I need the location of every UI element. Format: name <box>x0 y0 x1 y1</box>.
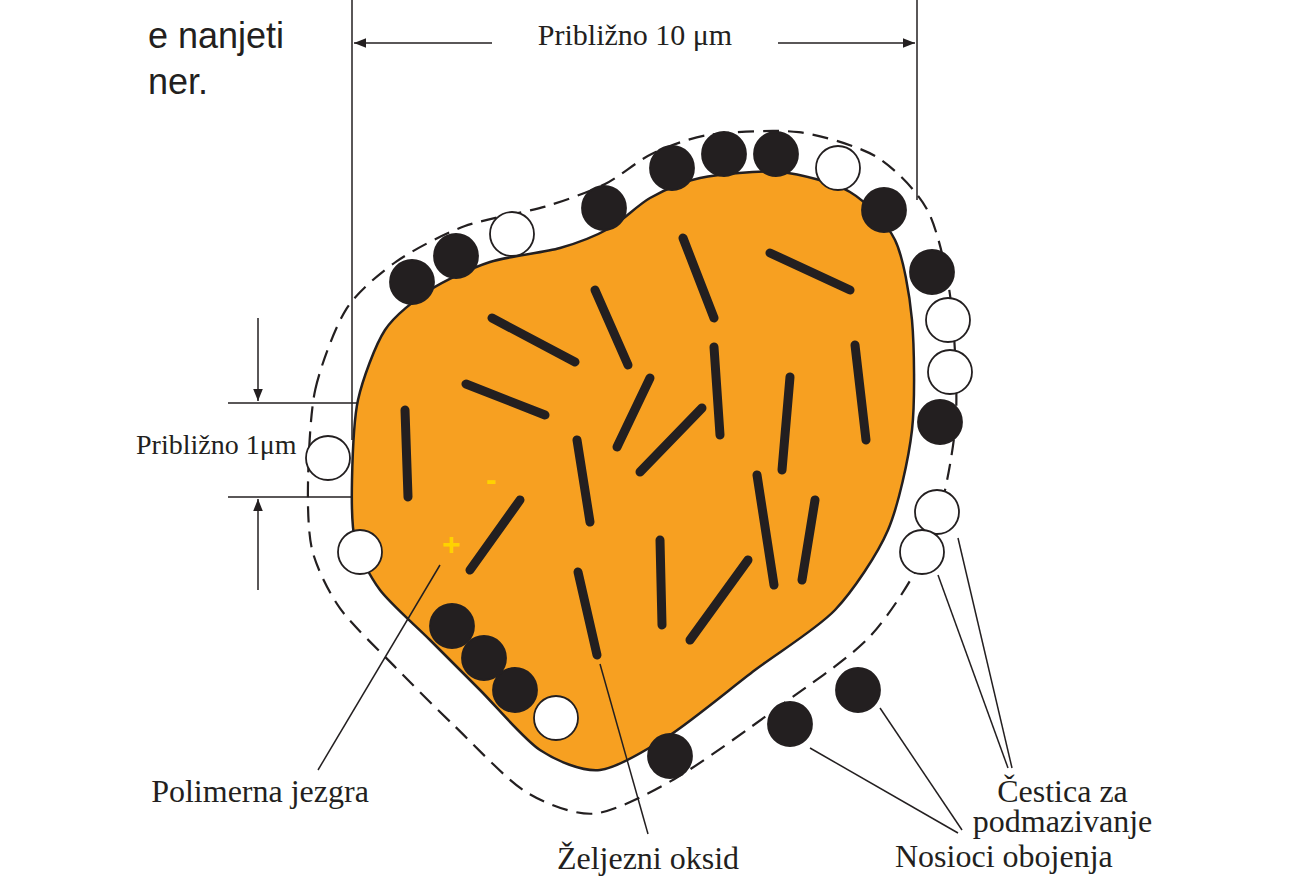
lubricating-particle <box>816 146 860 190</box>
dimension-label: Približno 1μm <box>136 430 296 461</box>
dimension-arrow <box>257 499 259 590</box>
iron-oxide-rod <box>595 290 628 365</box>
charge-sign: + <box>442 528 461 560</box>
iron-oxide-rod <box>640 408 702 472</box>
lubricating-particle <box>306 436 350 480</box>
iron-oxide-rod <box>405 410 408 497</box>
colour-carrier <box>650 146 694 190</box>
iron-oxide-rod <box>714 347 720 435</box>
dimension-arrow <box>778 42 915 44</box>
colour-carrier <box>836 668 880 712</box>
colour-carrier <box>434 234 478 278</box>
iron-oxide-rod <box>660 540 662 625</box>
dimension-arrow <box>354 42 492 44</box>
iron-oxide-rod <box>492 318 575 362</box>
part-label: Nosioci obojenja <box>895 840 1113 874</box>
leader-line <box>600 664 648 834</box>
slide-text: e nanjeti <box>148 16 284 56</box>
iron-oxide-rod <box>466 384 545 415</box>
colour-carrier <box>462 636 506 680</box>
part-label: Čestica za podmazivanje <box>945 776 1180 837</box>
iron-oxide-rod <box>782 377 790 470</box>
lubricating-particle <box>490 212 534 256</box>
iron-oxide-rod <box>690 560 748 640</box>
lubricating-particle <box>338 530 382 574</box>
colour-carrier <box>582 186 626 230</box>
polymer-core <box>352 172 914 771</box>
iron-oxide-rod <box>470 500 520 570</box>
extension-line <box>351 0 353 440</box>
iron-oxide-rod <box>578 572 597 655</box>
colour-carrier <box>768 702 812 746</box>
lubricating-particle <box>900 530 944 574</box>
iron-oxide-rod <box>855 345 866 440</box>
iron-oxide-rod <box>757 475 774 585</box>
slide-text: ner. <box>148 62 208 102</box>
dimension-label: Približno 10 μm <box>496 18 774 51</box>
charge-sign: - <box>486 463 497 495</box>
leader-line <box>318 565 440 770</box>
iron-oxide-rod <box>802 500 815 580</box>
colour-carrier <box>910 250 954 294</box>
colour-carrier <box>754 132 798 176</box>
colour-carrier <box>648 734 692 778</box>
dimension-arrow <box>257 318 259 401</box>
dashed-boundary <box>308 131 956 814</box>
colour-carrier <box>862 188 906 232</box>
lubricating-particle <box>534 696 578 740</box>
leader-line <box>938 575 1008 768</box>
leader-line <box>810 748 958 833</box>
lubricating-particle <box>926 298 970 342</box>
colour-carrier <box>702 132 746 176</box>
iron-oxide-rod <box>577 440 590 522</box>
iron-oxide-rod <box>770 253 850 290</box>
part-label: Željezni oksid <box>540 842 756 876</box>
part-label: Polimerna jezgra <box>150 776 370 806</box>
colour-carrier <box>430 604 474 648</box>
lubricating-particle <box>915 490 959 534</box>
iron-oxide-rod <box>617 378 650 447</box>
extension-line <box>916 0 918 200</box>
lubricating-particle <box>928 350 972 394</box>
colour-carrier <box>918 400 962 444</box>
colour-carrier <box>390 260 434 304</box>
iron-oxide-rod <box>683 238 714 318</box>
